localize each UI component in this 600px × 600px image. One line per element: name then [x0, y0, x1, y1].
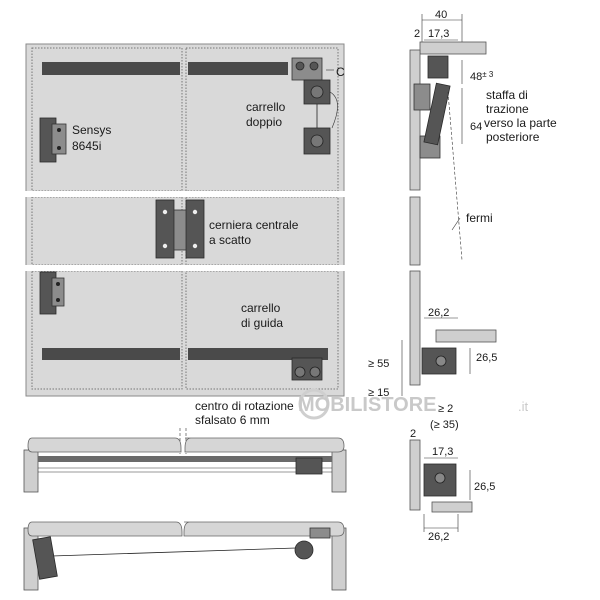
rotation-center-label-line2: sfalsato 6 mm	[195, 413, 270, 427]
dim-2-bottom: 2	[410, 428, 416, 440]
top-rail-left	[42, 62, 180, 75]
top-rail-profile	[427, 55, 449, 79]
watermark: MOBILISTORE .it	[298, 388, 529, 420]
plan2-wall-right	[331, 527, 347, 591]
ceiling-top	[419, 41, 487, 55]
double-trolley	[291, 57, 338, 155]
tension-bracket	[423, 82, 451, 146]
dim-26-5-bottom: 26,5	[474, 481, 495, 493]
plan1-door-left	[27, 437, 182, 453]
dim-26-2-bottom: 26,2	[428, 531, 449, 543]
dim-ge-2: ≥ 2	[438, 403, 453, 415]
plan1-wall-right	[331, 449, 347, 493]
dim-15: ≥ 15	[368, 387, 389, 399]
watermark-brand: MOBILISTORE	[298, 394, 437, 416]
break-gap-lower	[20, 265, 350, 271]
staffa-label-line3: verso la parte	[484, 116, 557, 130]
section-door-bottom	[409, 439, 421, 511]
plan2-door-right	[183, 521, 345, 537]
fermi-label: fermi	[466, 211, 493, 225]
guide-trolley	[291, 357, 323, 381]
staffa-label-line4: posteriore	[486, 130, 540, 144]
dim-64: 64	[470, 121, 482, 133]
central-hinge	[155, 199, 205, 259]
section-door-lower	[409, 270, 421, 386]
sensys-label-line1: Sensys	[72, 123, 111, 137]
side-section: 40 2 17,3 48± 3 64 staffa di trazione ve…	[368, 9, 557, 543]
front-elevation: C Sensys 8645i carrello doppio cerniera …	[20, 43, 350, 397]
plan-view-closed: centro di rotazione sfalsato 6 mm	[23, 399, 347, 493]
central-hinge-label-line1: cerniera centrale	[209, 218, 299, 232]
double-trolley-label-line2: doppio	[246, 115, 282, 129]
top-rail-right	[188, 62, 288, 75]
staffa-label-line1: staffa di	[486, 88, 528, 102]
c-mark: C	[336, 65, 345, 79]
watermark-logo-icon	[298, 388, 330, 420]
watermark-tld: .it	[518, 399, 529, 414]
break-gap-upper	[20, 191, 350, 197]
sensys-hinge-upper	[39, 117, 67, 163]
plan1-door-right	[184, 437, 345, 453]
central-hinge-label-line2: a scatto	[209, 233, 251, 247]
dim-26-2-mid: 26,2	[428, 307, 449, 319]
sensys-hinge-lower	[39, 271, 65, 315]
plan-view-open	[23, 521, 347, 591]
dim-40: 40	[435, 9, 447, 21]
dim-35: (≥ 35)	[430, 419, 459, 431]
middle-right-panel	[185, 196, 339, 266]
bottom-detail-slab	[431, 501, 473, 513]
guide-trolley-label-line1: carrello	[241, 301, 281, 315]
dim-26-5-mid: 26,5	[476, 352, 497, 364]
plan2-hinge	[32, 536, 58, 580]
plan1-wall-left	[23, 449, 39, 493]
section-door-upper	[409, 49, 421, 191]
dim-17-3-top: 17,3	[428, 28, 449, 40]
bottom-rail-right	[188, 348, 328, 360]
sensys-label-line2: 8645i	[72, 139, 101, 153]
dim-48: 48± 3	[470, 70, 494, 83]
dim-55: ≥ 55	[368, 358, 389, 370]
bottom-rail-left	[42, 348, 180, 360]
section-door-mid	[409, 196, 421, 266]
plan1-trolley	[295, 457, 323, 475]
dim-17-3-bottom: 17,3	[432, 446, 453, 458]
staffa-label-line2: trazione	[486, 102, 529, 116]
rotation-center-label-line1: centro di rotazione	[195, 399, 294, 413]
double-trolley-label-line1: carrello	[246, 100, 286, 114]
dim-2-top: 2	[414, 28, 420, 40]
plan2-trolley	[294, 540, 314, 560]
floor-slab	[435, 329, 497, 343]
plan1-rail	[38, 456, 332, 462]
plan2-door-left	[27, 521, 183, 537]
guide-trolley-label-line2: di guida	[241, 316, 283, 330]
